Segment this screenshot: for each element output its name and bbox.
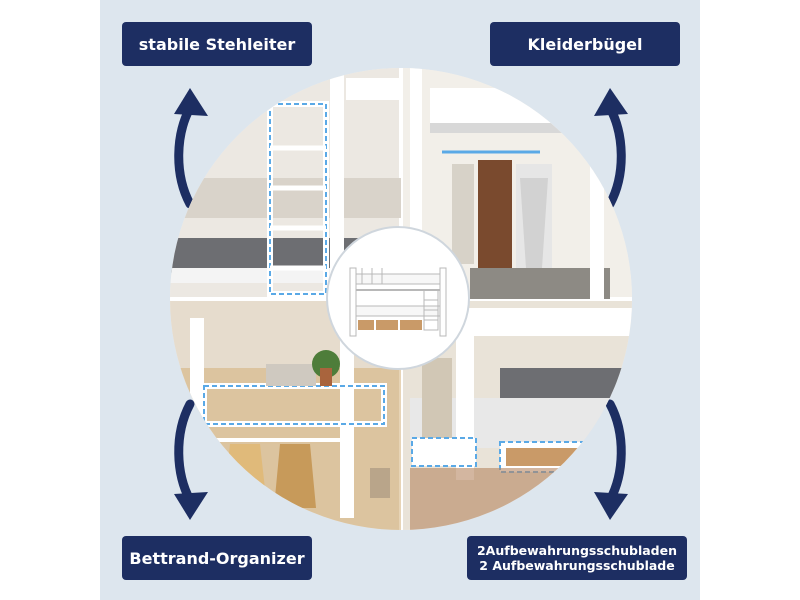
- bunk-bed-thumbnail: [326, 226, 470, 370]
- arrow-down-icon: [594, 399, 628, 520]
- label-organizer-text: Bettrand-Organizer: [129, 548, 305, 568]
- arrow-down-icon: [174, 399, 208, 520]
- label-ladder: stabile Stehleiter: [122, 22, 312, 66]
- label-hanger-text: Kleiderbügel: [527, 34, 643, 54]
- arrow-up-icon: [174, 88, 208, 209]
- label-drawers-line1: 2Aufbewahrungsschubladen: [476, 543, 677, 558]
- label-drawers-line2: 2 Aufbewahrungsschublade: [479, 558, 675, 573]
- arrow-up-icon: [594, 88, 628, 209]
- label-organizer: Bettrand-Organizer: [122, 536, 312, 580]
- label-hanger: Kleiderbügel: [490, 22, 680, 66]
- label-ladder-text: stabile Stehleiter: [138, 34, 296, 54]
- label-drawers: 2Aufbewahrungsschubladen 2 Aufbewahrungs…: [467, 536, 687, 580]
